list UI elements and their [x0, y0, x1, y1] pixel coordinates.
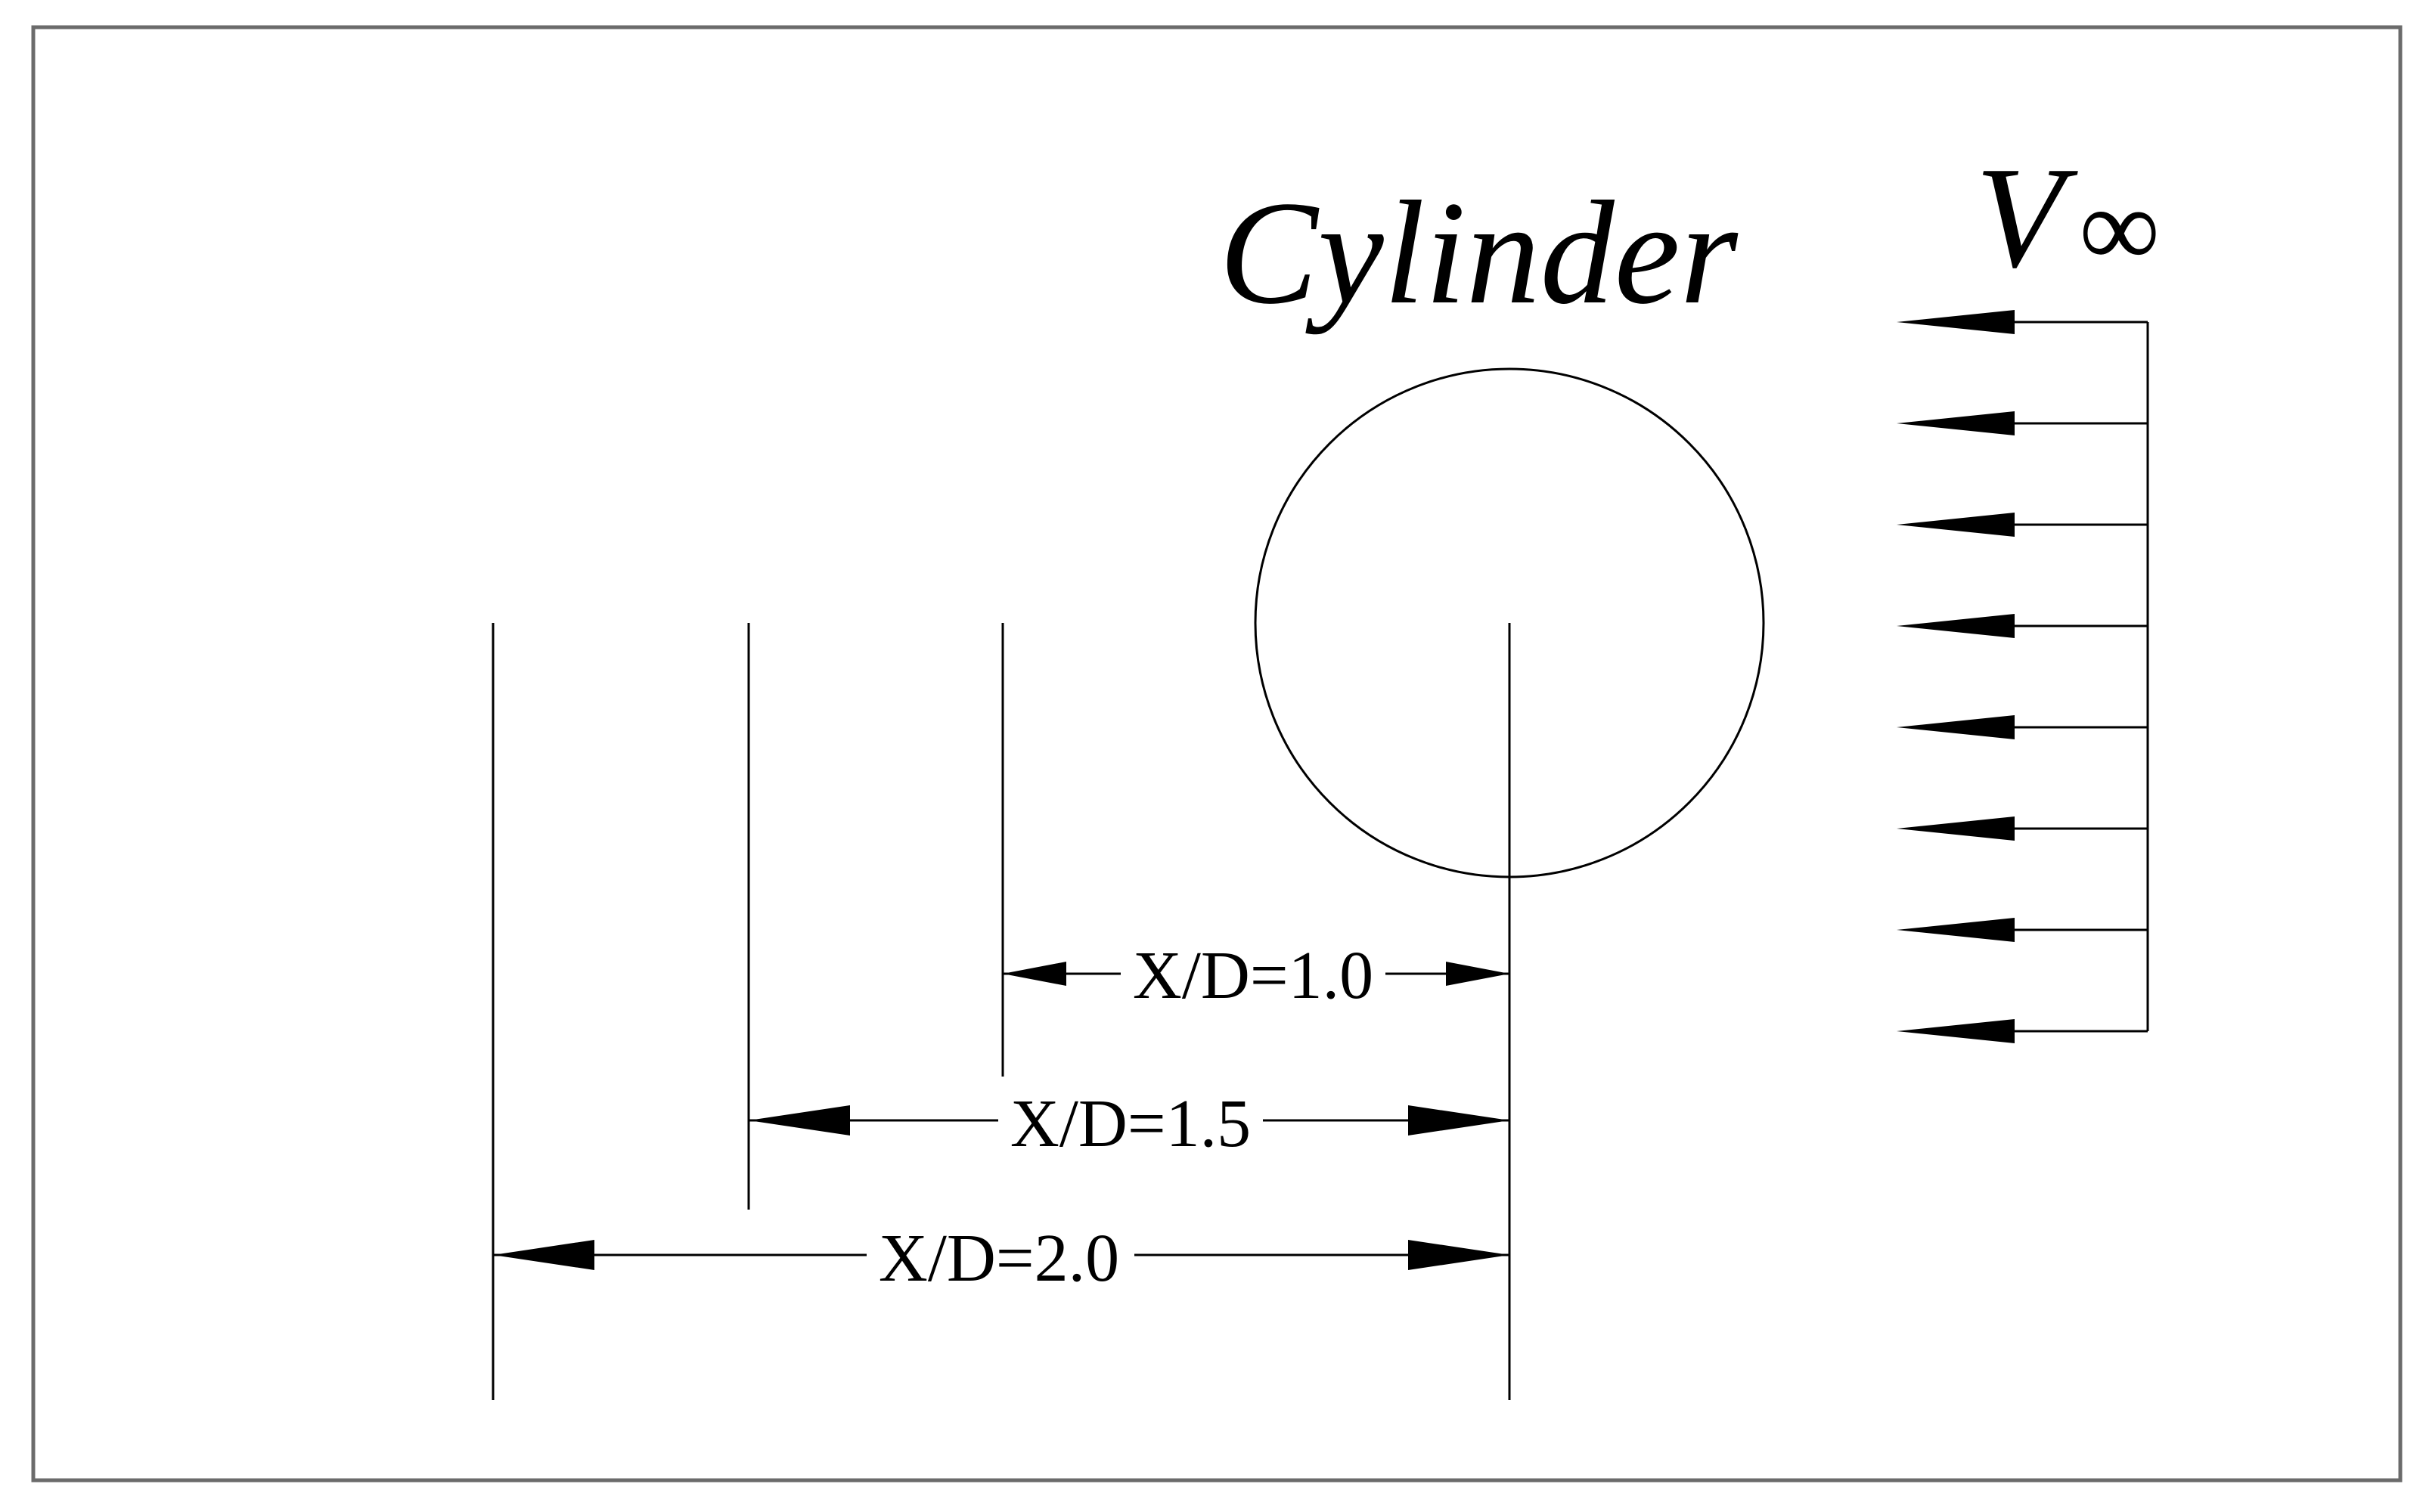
- dimension-x1-5: X/D=1.5: [749, 1086, 1509, 1161]
- infinity-subscript: ∞: [2079, 166, 2160, 291]
- dimension-arrow-left: [493, 1240, 594, 1270]
- dimension-arrow-left: [749, 1105, 850, 1136]
- dimension-arrow-right: [1446, 962, 1509, 986]
- freestream-arrowhead: [1897, 1019, 2015, 1043]
- dimension-x1-0: X/D=1.0: [1003, 938, 1509, 1013]
- figure-frame: [31, 25, 2403, 1483]
- velocity-symbol: V: [1975, 137, 2078, 298]
- dimension-arrow-right: [1408, 1105, 1509, 1136]
- dimension-label: X/D=1.5: [1010, 1086, 1251, 1161]
- freestream-arrows: [1897, 310, 2149, 1043]
- freestream-arrowhead: [1897, 918, 2015, 942]
- cylinder-label: Cylinder: [1219, 171, 1739, 335]
- measurement-lines: [492, 623, 1511, 1400]
- freestream-velocity-label: V ∞: [1975, 137, 2160, 298]
- dimension-x2-0: X/D=2.0: [493, 1221, 1509, 1296]
- dimension-arrow-left: [1003, 962, 1066, 986]
- freestream-arrowhead: [1897, 310, 2015, 334]
- freestream-arrowhead: [1897, 513, 2015, 537]
- dimension-label: X/D=1.0: [1133, 938, 1373, 1013]
- freestream-arrowhead: [1897, 411, 2015, 435]
- freestream-arrowhead: [1897, 816, 2015, 841]
- freestream-arrowhead: [1897, 715, 2015, 739]
- dimension-arrow-right: [1408, 1240, 1509, 1270]
- dimension-label: X/D=2.0: [879, 1221, 1119, 1296]
- freestream-arrowhead: [1897, 614, 2015, 638]
